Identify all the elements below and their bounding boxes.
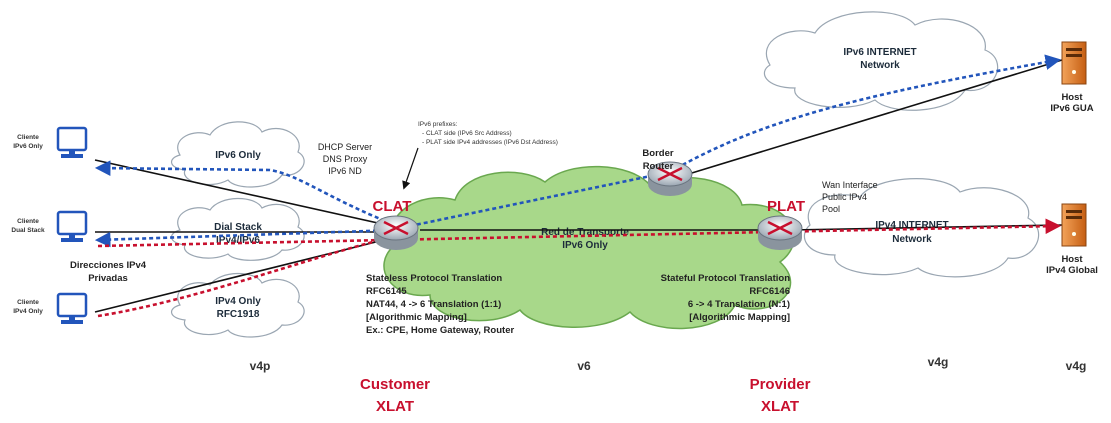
ipv6-prefixes-pointer (402, 147, 419, 190)
client-dual-line1: Cliente (17, 218, 39, 225)
wan-interface-line3: Pool (822, 204, 840, 214)
ipv6-dotted-paths (94, 54, 1062, 248)
provider-xlat-line1: Provider (750, 376, 811, 393)
cloud-ipv4-only-line1: IPv4 Only (215, 296, 261, 307)
zone-v6: v6 (577, 359, 591, 373)
dhcp-line1: DHCP Server (318, 142, 372, 152)
private-addresses-line1: Direcciones IPv4 (70, 260, 147, 271)
client-dual-line2: Dual Stack (11, 227, 45, 234)
client-ipv6-monitor-icon (56, 126, 88, 158)
cloud-ipv6-internet-line1: IPv6 INTERNET (843, 47, 916, 58)
host-ipv4-line2: IPv4 Global (1046, 265, 1098, 276)
host-ipv4-server-icon (1061, 203, 1087, 247)
transport-cloud: Red de Transporte IPv6 Only (383, 165, 795, 330)
client-ipv6-line2: IPv6 Only (13, 143, 43, 150)
transport-cloud-line2: IPv6 Only (562, 240, 608, 251)
clat-desc-line5: Ex.: CPE, Home Gateway, Router (366, 325, 514, 336)
cloud-ipv6-only-label: IPv6 Only (215, 150, 261, 161)
plat-desc-line1: Stateful Protocol Translation (661, 273, 791, 284)
cloud-ipv4-internet-line2: Network (892, 234, 932, 245)
cloud-ipv4-only: IPv4 Only RFC1918 (171, 272, 305, 338)
zone-v4g-2: v4g (1066, 359, 1087, 373)
plat-title: PLAT (767, 198, 805, 215)
zone-v4p: v4p (250, 359, 271, 373)
plat-desc-line3: 6 -> 4 Translation (N:1) (688, 299, 790, 310)
cloud-dual-stack: Dial Stack IPv4/IPv6 (171, 197, 305, 261)
host-ipv6-server-icon (1061, 41, 1087, 85)
client-dual-monitor-icon (56, 210, 88, 242)
clat-desc-line3: NAT44, 4 -> 6 Translation (1:1) (366, 299, 501, 310)
wan-interface-line1: Wan Interface (822, 180, 878, 190)
client-ipv4-line2: IPv4 Only (13, 308, 43, 315)
border-router-icon (647, 161, 693, 196)
dhcp-line3: IPv6 ND (328, 166, 362, 176)
transport-cloud-line1: Red de Transporte (541, 227, 629, 238)
cloud-dual-stack-line1: Dial Stack (214, 222, 262, 233)
customer-xlat-line2: XLAT (376, 398, 414, 415)
client-ipv4-monitor-icon (56, 292, 88, 324)
cloud-ipv6-only: IPv6 Only (171, 121, 305, 188)
clat-desc-line1: Stateless Protocol Translation (366, 273, 502, 284)
plat-desc-line4: [Algorithmic Mapping] (689, 312, 790, 323)
ipv6-prefixes-line3: - PLAT side IPv4 addresses (IPv6 Dst Add… (422, 139, 558, 146)
zone-v4g-1: v4g (928, 355, 949, 369)
host-ipv6-line1: Host (1061, 92, 1083, 103)
cloud-ipv4-internet-line1: IPv4 INTERNET (875, 220, 948, 231)
cloud-ipv4-only-line2: RFC1918 (217, 309, 260, 320)
wan-interface-line2: Public IPv4 (822, 192, 867, 202)
clat-desc-line4: [Algorithmic Mapping] (366, 312, 467, 323)
cloud-dual-stack-line2: IPv4/IPv6 (216, 235, 260, 246)
host-ipv6-line2: IPv6 GUA (1050, 103, 1093, 114)
provider-xlat-line2: XLAT (761, 398, 799, 415)
dhcp-line2: DNS Proxy (323, 154, 368, 164)
plat-router-icon (757, 215, 803, 250)
client-ipv6-line1: Cliente (17, 134, 39, 141)
border-router-line2: Router (643, 161, 674, 172)
plat-desc-line2: RFC6146 (749, 286, 790, 297)
border-router-line1: Border (642, 148, 673, 159)
clat-desc-line2: RFC6145 (366, 286, 407, 297)
cloud-ipv6-internet-line2: Network (860, 60, 900, 71)
host-ipv4-line1: Host (1061, 254, 1083, 265)
ipv6-prefixes-line1: IPv6 prefixes: (418, 121, 458, 128)
cloud-ipv6-internet: IPv6 INTERNET Network (764, 11, 998, 111)
private-addresses-line2: Privadas (88, 273, 128, 284)
client-ipv4-line1: Cliente (17, 299, 39, 306)
ipv4-dotted-paths (97, 218, 1062, 318)
clat-title: CLAT (373, 198, 412, 215)
customer-xlat-line1: Customer (360, 376, 430, 393)
clat-router-icon (373, 215, 419, 250)
ipv6-prefixes-line2: - CLAT side (IPv6 Src Address) (422, 130, 512, 137)
